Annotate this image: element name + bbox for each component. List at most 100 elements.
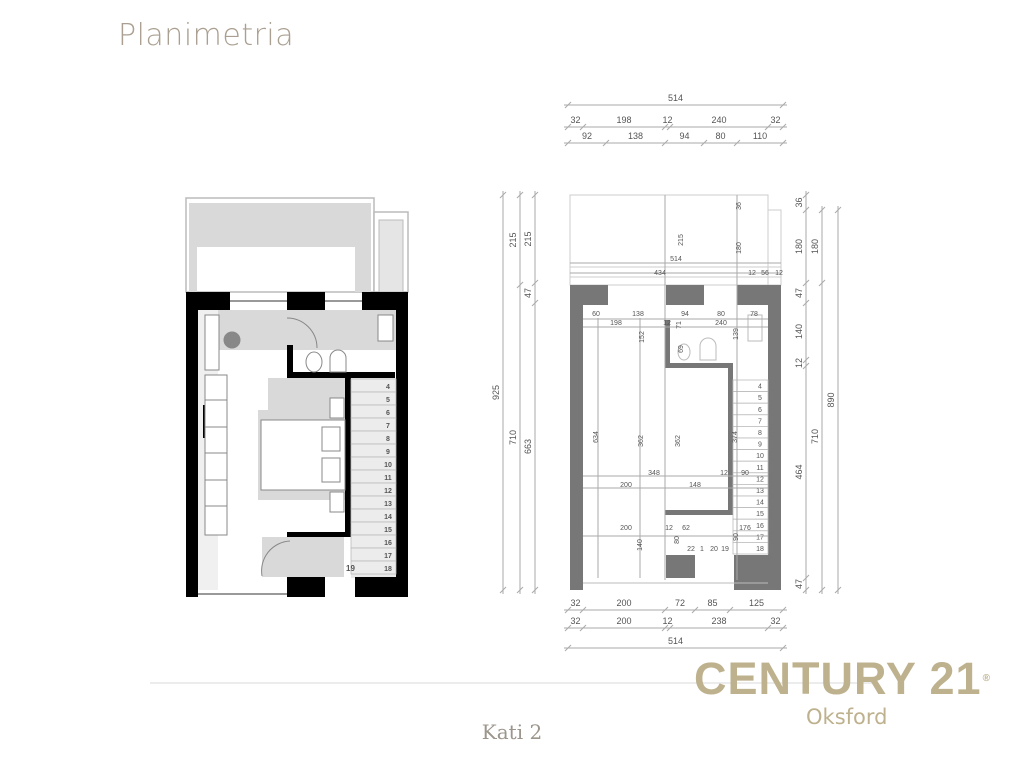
dimension-label: 80 — [717, 311, 725, 318]
dimension-tick — [499, 586, 507, 594]
dimension-label: 710 — [810, 429, 820, 444]
dimension-tick — [764, 624, 772, 632]
dimension-label: 32 — [770, 616, 780, 626]
dimension-tick — [564, 606, 572, 614]
dimension-tick — [516, 281, 524, 289]
dimension-label: 148 — [689, 482, 701, 489]
dimension-label: 200 — [620, 525, 632, 532]
dimension-label: 94 — [679, 131, 689, 141]
dimension-tick — [779, 644, 787, 652]
dimension-label: 36 — [736, 202, 743, 210]
bidet — [305, 351, 323, 373]
stair-step-number: 9 — [386, 449, 390, 456]
dimension-label: 12 — [720, 470, 728, 477]
dimension-tick — [579, 624, 587, 632]
stair-step-number: 16 — [756, 523, 764, 530]
dimension-tick — [531, 586, 539, 594]
stair-step-number: 6 — [386, 410, 390, 417]
dimension-label: 20 — [710, 546, 718, 553]
stair-step-number: 17 — [384, 553, 392, 560]
dimension-tick — [666, 123, 674, 131]
dimension-label: 12 — [794, 358, 804, 368]
dimension-label: 198 — [616, 115, 631, 125]
stair-step-number: 16 — [384, 540, 392, 547]
dimension-label: 92 — [582, 131, 592, 141]
stair-step — [732, 414, 769, 427]
dimension-label: 514 — [670, 256, 682, 263]
stair-step-number: 4 — [386, 384, 390, 391]
dimension-label: 71 — [676, 321, 683, 329]
stair-step — [350, 560, 397, 575]
walls — [570, 285, 781, 590]
dimension-label: 215 — [523, 231, 533, 246]
logo-office: Oksford — [806, 705, 888, 729]
door-swing — [261, 540, 291, 577]
dimension-tick — [779, 624, 787, 632]
dimension-label: 710 — [508, 430, 518, 445]
dimension-tick — [834, 206, 842, 214]
dimension-label: 514 — [668, 636, 683, 646]
dimension-tick — [661, 139, 669, 147]
dimension-label: 32 — [770, 115, 780, 125]
page-title: Planimetria — [118, 18, 295, 53]
dimension-tick — [691, 606, 699, 614]
dimension-label: 180 — [736, 242, 743, 254]
stair-step-number: 10 — [756, 453, 764, 460]
dimension-tick — [700, 139, 708, 147]
dimension-label: 176 — [739, 525, 751, 532]
dimension-label: 78 — [750, 311, 758, 318]
walls — [186, 292, 408, 597]
stair-step — [732, 542, 769, 555]
stair-step-number: 8 — [758, 430, 762, 437]
dimension-label: 140 — [637, 539, 644, 551]
dimension-label: 32 — [570, 598, 580, 608]
dimension-label: 72 — [675, 598, 685, 608]
stair-step-number: 5 — [386, 397, 390, 404]
dimension-tick — [802, 299, 810, 307]
stair-step-number: 7 — [758, 418, 762, 425]
dimension-tick — [834, 586, 842, 594]
dimension-tick — [661, 123, 669, 131]
desk — [204, 314, 220, 371]
dimension-label: 200 — [616, 598, 631, 608]
dimension-label: 138 — [628, 131, 643, 141]
dimension-tick — [531, 299, 539, 307]
dimension-label: 198 — [610, 320, 622, 327]
floor-label: Kati 2 — [481, 720, 543, 744]
dimension-label: 80 — [715, 131, 725, 141]
landing-label: 19 — [346, 564, 355, 573]
dimension-label: 634 — [593, 431, 600, 443]
dimension-tick — [564, 101, 572, 109]
dimension-label: 12 — [775, 270, 783, 277]
dimension-label: 94 — [681, 311, 689, 318]
dimension-label: 12 — [665, 525, 673, 532]
dimension-tick — [779, 606, 787, 614]
dimension-tick — [802, 206, 810, 214]
balcony — [185, 197, 409, 293]
stair-step-number: 13 — [384, 501, 392, 508]
dimension-label: 69 — [678, 345, 685, 353]
dimension-tick — [661, 606, 669, 614]
dimension-tick — [802, 191, 810, 199]
stair-step-number: 11 — [384, 475, 392, 482]
dimension-tick — [564, 139, 572, 147]
dimension-tick — [802, 574, 810, 582]
wardrobe — [204, 374, 228, 536]
dimension-label: 215 — [508, 232, 518, 247]
dimension-label: 56 — [761, 270, 769, 277]
dimension-label: 200 — [616, 616, 631, 626]
century21-logo: CENTURY 21® Oksford — [694, 654, 1024, 730]
dimension-label: 32 — [570, 115, 580, 125]
dimension-tick — [516, 191, 524, 199]
dimension-label: 12 — [663, 320, 671, 327]
dimension-tick — [564, 123, 572, 131]
dimension-tick — [802, 279, 810, 287]
dimension-tick — [499, 191, 507, 199]
dimension-label: 90 — [733, 533, 740, 541]
dimension-label: 110 — [753, 131, 767, 141]
dimension-label: 362 — [638, 435, 645, 447]
dimension-label: 125 — [749, 598, 764, 608]
stair-step-number: 10 — [384, 462, 392, 469]
